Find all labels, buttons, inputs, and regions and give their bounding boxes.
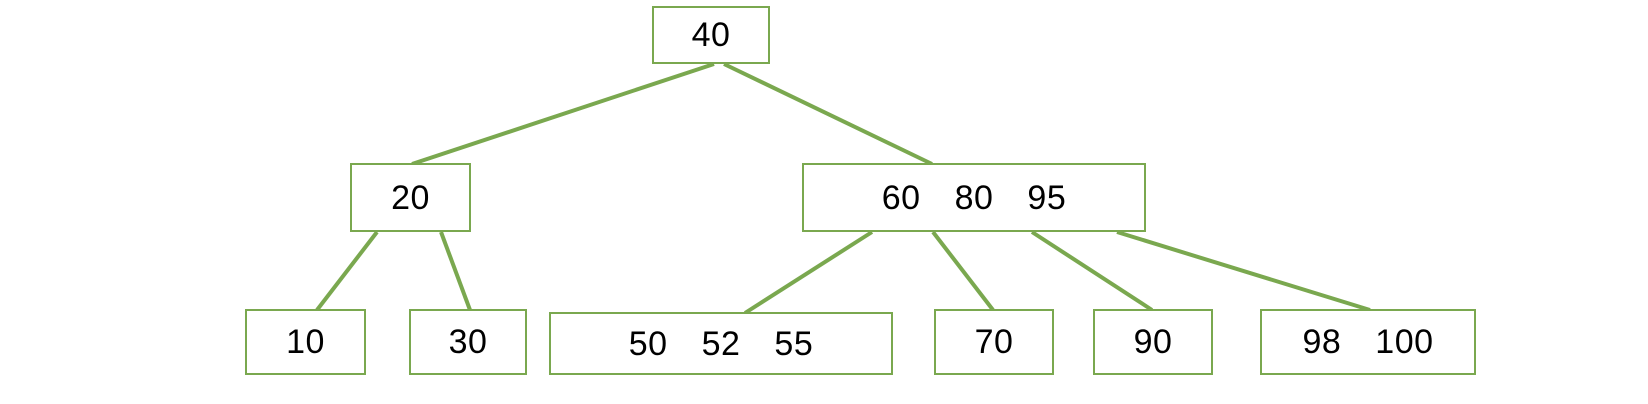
btree-node-leaf-10[interactable]: 10	[245, 309, 366, 375]
edge-l-30	[439, 231, 472, 311]
btree-node-leaf-98-100[interactable]: 98 100	[1260, 309, 1476, 375]
edge-l-10	[315, 230, 379, 312]
node-key-list: 70	[975, 325, 1014, 359]
node-key-value: 55	[774, 324, 814, 363]
node-key-value: 90	[1133, 323, 1173, 361]
btree-node-leaf-70[interactable]: 70	[934, 309, 1054, 375]
btree-node-root[interactable]: 40	[652, 6, 770, 64]
btree-node-internal-right[interactable]: 60 80 95	[802, 163, 1146, 232]
btree-node-leaf-50-52-55[interactable]: 50 52 55	[549, 312, 893, 375]
node-key-value: 40	[691, 16, 731, 54]
edge-root-left	[411, 62, 715, 166]
btree-node-leaf-90[interactable]: 90	[1093, 309, 1213, 375]
node-key-value: 95	[1027, 178, 1067, 217]
btree-node-internal-left[interactable]: 20	[350, 163, 471, 232]
node-key-value: 20	[391, 178, 430, 217]
node-key-list: 30	[449, 325, 488, 359]
edge-r-98	[1116, 230, 1371, 312]
node-key-list: 50 52 55	[629, 327, 813, 361]
node-key-list: 98 100	[1302, 325, 1433, 359]
node-key-value: 50	[628, 324, 668, 363]
node-key-value: 30	[448, 323, 488, 361]
node-key-value: 60	[881, 178, 921, 217]
btree-node-leaf-30[interactable]: 30	[409, 309, 527, 375]
node-key-list: 10	[286, 325, 325, 359]
node-key-value: 52	[701, 324, 741, 363]
edge-r-50	[743, 230, 874, 315]
node-key-value: 100	[1375, 323, 1434, 361]
node-key-value: 10	[286, 323, 325, 361]
node-key-value: 98	[1302, 323, 1342, 361]
node-key-list: 20	[391, 181, 430, 215]
edge-r-90	[1030, 230, 1154, 312]
edge-r-70	[931, 230, 995, 312]
node-key-value: 70	[974, 323, 1014, 361]
node-key-list: 60 80 95	[882, 181, 1066, 215]
node-key-list: 40	[692, 18, 731, 52]
edge-root-right	[723, 62, 933, 166]
node-key-value: 80	[954, 178, 994, 217]
node-key-list: 90	[1134, 325, 1173, 359]
